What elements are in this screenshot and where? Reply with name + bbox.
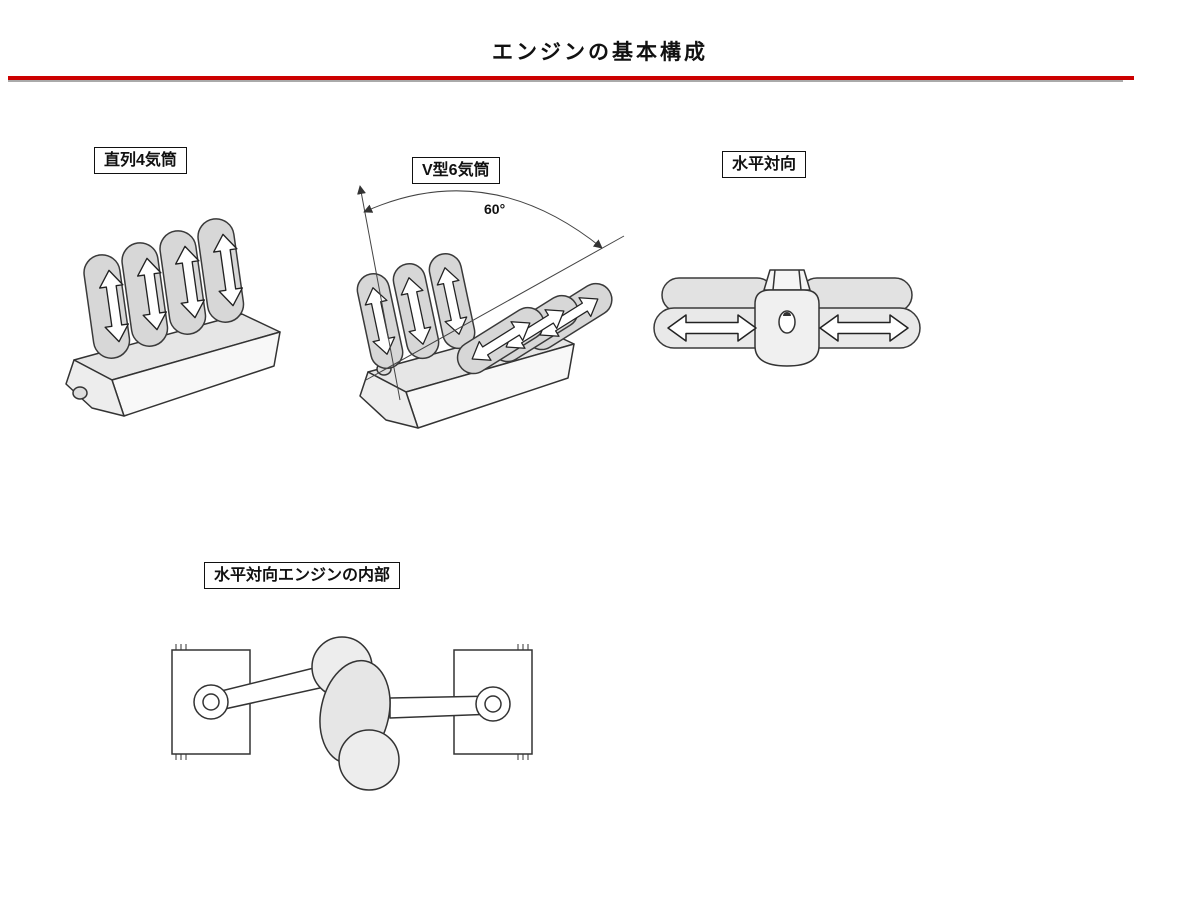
v6-engine-illustration: 60° (356, 185, 625, 429)
crankshaft (311, 636, 400, 791)
page-title: エンジンの基本構成 (492, 41, 708, 64)
piston-ring-hatch-marks (175, 644, 529, 760)
inline4-label: 直列4気筒 (94, 147, 187, 175)
wrist-pins (193, 684, 511, 722)
boxer-internal-illustration (171, 636, 533, 791)
boxer-label: 水平対向 (722, 151, 807, 179)
title-divider (8, 76, 1134, 82)
inline4-engine-block (65, 313, 281, 417)
inline4-engine-illustration (65, 218, 281, 417)
boxer-engine-illustration (653, 269, 921, 367)
crankshaft-stub-icon (72, 386, 88, 400)
crank-bore-icon (778, 310, 796, 334)
bank-angle-arc (363, 190, 603, 249)
crank-axis-line (365, 235, 625, 381)
title-divider-gray-line (8, 80, 1123, 82)
bank-angle-value: 60° (484, 201, 505, 217)
v6-angle-annotation: 60° (357, 185, 625, 401)
title-divider-red-line (8, 76, 1134, 80)
boxer-crankcase (754, 269, 820, 367)
v6-label: V型6気筒 (412, 157, 500, 185)
internal-label: 水平対向エンジンの内部 (204, 562, 401, 590)
